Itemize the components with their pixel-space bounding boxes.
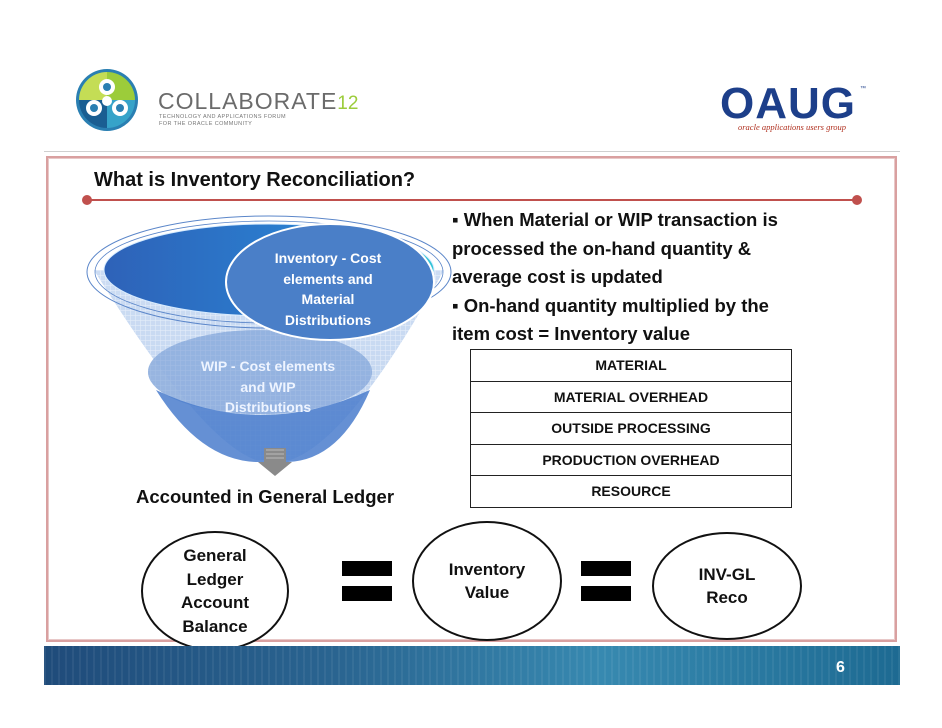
footer-stripes [44, 646, 900, 685]
table-row: PRODUCTION OVERHEAD [471, 444, 792, 476]
funnel-wip-label: WIP - Cost elements and WIP Distribution… [173, 356, 363, 418]
table-cell: MATERIAL OVERHEAD [471, 381, 792, 413]
table-cell: OUTSIDE PROCESSING [471, 413, 792, 445]
title-line-left-dot [82, 195, 92, 205]
bullet-list: ▪ When Material or WIP transaction is pr… [452, 206, 842, 349]
equals-sign-1-bottom-bar [342, 586, 392, 601]
inv-gl-reco-oval: INV-GL Reco [652, 532, 802, 640]
footer-bar [44, 646, 900, 685]
accounted-label: Accounted in General Ledger [136, 486, 394, 508]
title-line-right-dot [852, 195, 862, 205]
table-cell: MATERIAL [471, 350, 792, 382]
gl-balance-oval: General Ledger Account Balance [141, 531, 289, 651]
oaug-wordmark: OAUG [720, 82, 856, 126]
page-number: 6 [836, 659, 845, 677]
equals-sign-2-bottom-bar [581, 586, 631, 601]
title-underline [88, 199, 858, 201]
bullet-1-line-3: average cost is updated [452, 263, 842, 292]
table-row: OUTSIDE PROCESSING [471, 413, 792, 445]
table-row: MATERIAL [471, 350, 792, 382]
cost-elements-table: MATERIAL MATERIAL OVERHEAD OUTSIDE PROCE… [470, 349, 792, 508]
equals-sign-1-top-bar [342, 561, 392, 576]
inventory-value-oval: Inventory Value [412, 521, 562, 641]
collaborate-wordmark: COLLABORATE12 [158, 88, 358, 115]
collaborate-logo-icon [72, 68, 142, 132]
table-row: MATERIAL OVERHEAD [471, 381, 792, 413]
table-cell: PRODUCTION OVERHEAD [471, 444, 792, 476]
oaug-tagline: oracle applications users group [738, 122, 846, 132]
oaug-logo: OAUG ™ oracle applications users group [720, 82, 872, 136]
bullet-2-line-1: ▪ On-hand quantity multiplied by the [452, 292, 842, 321]
bullet-1-line-2: processed the on-hand quantity & [452, 235, 842, 264]
table-cell: RESOURCE [471, 476, 792, 508]
collaborate-tagline: TECHNOLOGY AND APPLICATIONS FORUM FOR TH… [159, 114, 329, 128]
bullet-1-line-1: ▪ When Material or WIP transaction is [452, 206, 842, 235]
equals-sign-2-top-bar [581, 561, 631, 576]
header-divider [44, 151, 900, 152]
funnel-inventory-label: Inventory - Cost elements and Material D… [233, 248, 423, 330]
bullet-2-line-2: item cost = Inventory value [452, 320, 842, 349]
slide-title: What is Inventory Reconciliation? [94, 169, 415, 192]
oaug-trademark: ™ [860, 86, 866, 92]
table-row: RESOURCE [471, 476, 792, 508]
